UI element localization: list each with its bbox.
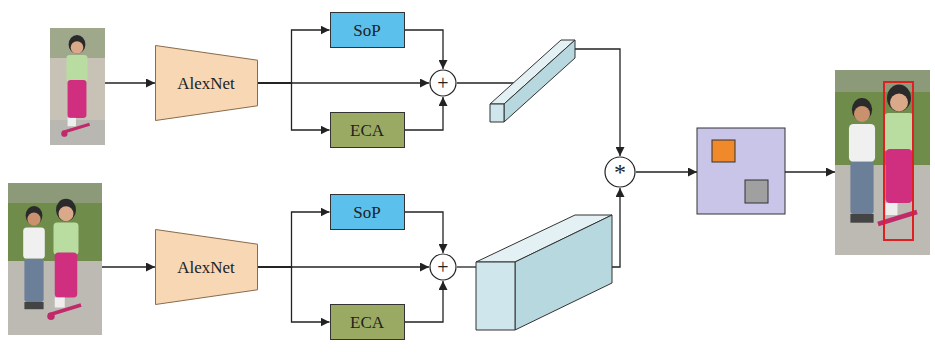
bounding-box <box>884 82 913 240</box>
template-image <box>50 28 105 145</box>
connector-arrow <box>405 30 444 69</box>
search-feature-map <box>476 215 612 330</box>
connector-arrow <box>258 83 330 130</box>
pooling-module: SoP <box>330 12 405 48</box>
node-label: * <box>614 160 626 184</box>
attention-module: ECA <box>330 304 405 340</box>
template-feature-map <box>490 40 575 122</box>
feature-line <box>457 82 515 83</box>
feature-line <box>565 49 620 156</box>
connector-arrow <box>258 267 330 322</box>
connector-arrow <box>405 281 444 322</box>
node-label: + <box>437 73 448 93</box>
response-map <box>697 128 785 214</box>
node-label: ECA <box>350 314 384 331</box>
node-label: SoP <box>353 204 380 221</box>
node-label: SoP <box>353 22 380 39</box>
connector-arrow <box>405 212 444 253</box>
result-image <box>835 70 930 255</box>
connector-arrow <box>405 97 444 130</box>
sum-operator: + <box>429 253 457 281</box>
feature-line <box>457 266 478 267</box>
response-arrow <box>636 171 697 172</box>
backbone-network: AlexNet <box>155 45 258 121</box>
backbone-network: AlexNet <box>155 229 258 305</box>
node-label: AlexNet <box>177 259 235 276</box>
input-arrow <box>102 266 155 267</box>
circle-shape <box>430 70 456 96</box>
node-label: ECA <box>350 122 384 139</box>
circle-shape <box>605 157 635 187</box>
trapezoid-shape <box>155 230 257 305</box>
output-arrow <box>785 171 835 172</box>
input-arrow <box>105 82 155 83</box>
pooling-module: SoP <box>330 194 405 230</box>
circle-shape <box>430 254 456 280</box>
attention-module: ECA <box>330 112 405 148</box>
correlation-operator: * <box>604 156 636 188</box>
connector-arrow <box>258 212 330 267</box>
trapezoid-shape <box>155 46 257 121</box>
node-label: AlexNet <box>177 75 235 92</box>
search-image <box>8 183 102 335</box>
sum-operator: + <box>429 69 457 97</box>
connector-arrow <box>258 30 330 83</box>
node-label: + <box>437 257 448 277</box>
